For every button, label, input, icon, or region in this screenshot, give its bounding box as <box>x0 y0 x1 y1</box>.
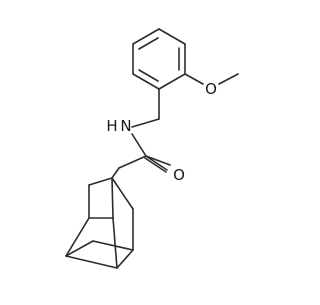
molecule-svg: O H N O <box>65 28 239 269</box>
bond <box>144 157 167 173</box>
bond <box>111 167 120 179</box>
bond <box>131 118 160 128</box>
bond <box>138 69 159 82</box>
atom-labels: O H N O <box>106 80 217 184</box>
bond <box>111 177 114 219</box>
bond <box>92 240 134 251</box>
bond <box>65 255 118 269</box>
amide-nitrogen-label: N <box>120 117 131 135</box>
bond <box>65 240 94 257</box>
bond <box>131 133 147 157</box>
bond <box>112 217 118 269</box>
bond <box>65 217 90 257</box>
bond <box>158 28 186 45</box>
bond <box>88 177 113 186</box>
bonds <box>65 28 239 269</box>
bond <box>218 73 239 85</box>
bond <box>184 73 204 85</box>
bond <box>132 28 160 45</box>
amide-hydrogen-label: H <box>106 117 117 135</box>
bond <box>116 249 134 269</box>
carbonyl-oxygen-label: O <box>173 166 185 184</box>
bond <box>111 177 134 210</box>
bond <box>145 155 171 166</box>
bond <box>138 37 159 50</box>
bond <box>118 155 147 169</box>
methoxy-oxygen-label: O <box>205 80 217 98</box>
bond <box>158 73 186 90</box>
bond <box>145 155 168 171</box>
structure-diagram: O H N O <box>65 28 239 269</box>
bond <box>132 73 160 90</box>
